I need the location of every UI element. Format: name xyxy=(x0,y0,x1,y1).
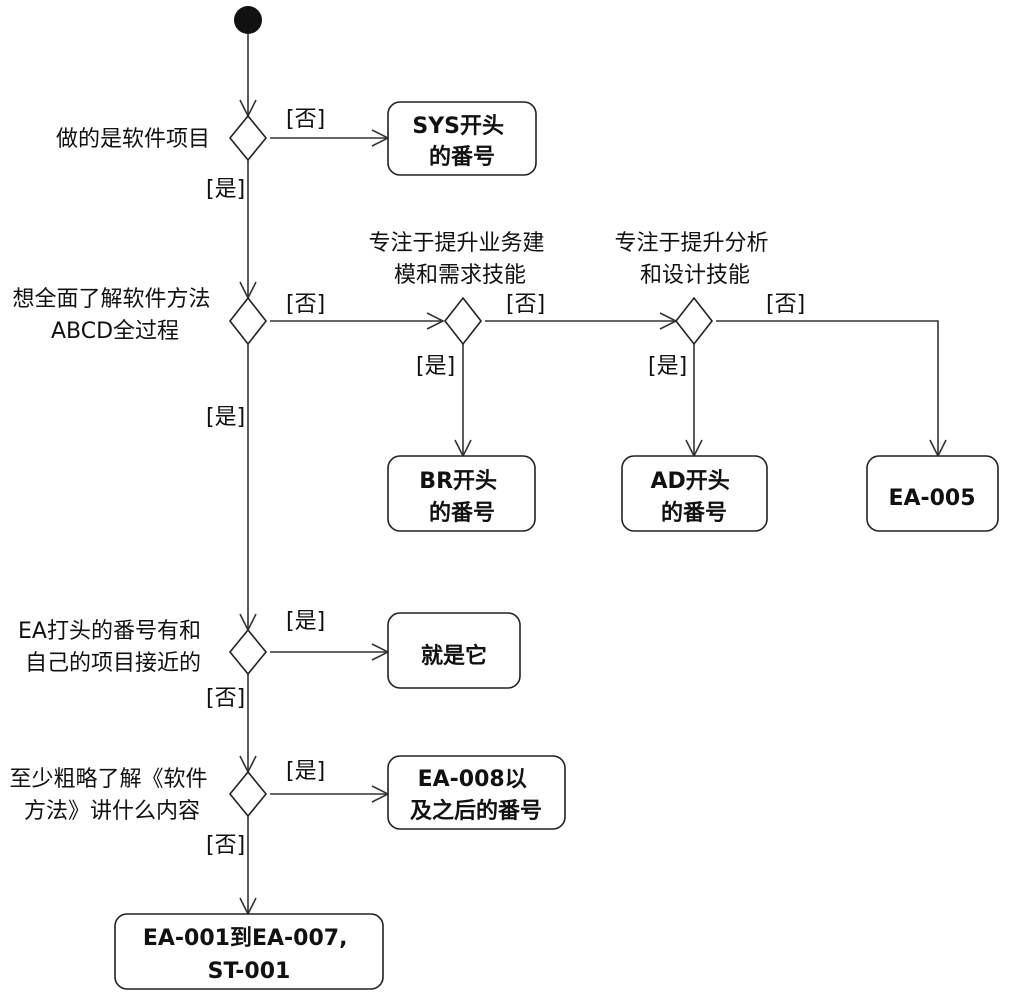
outcome-label-br: BR开头 的番号 xyxy=(419,469,504,526)
guard-d6-no: [否] xyxy=(206,833,245,858)
guard-d5-no: [否] xyxy=(206,686,245,711)
outcome-label-sys: SYS开头 的番号 xyxy=(412,114,511,170)
decision-diamond-3 xyxy=(443,296,483,346)
guard-d6-yes: [是] xyxy=(286,759,325,784)
outcome-box-ea008 xyxy=(387,755,566,830)
decision-diamond-4 xyxy=(674,296,714,346)
outcome-label-ad: AD开头 的番号 xyxy=(651,469,738,526)
decision-diamond-6 xyxy=(228,770,268,818)
arrowhead xyxy=(426,312,445,330)
decision-diamond-5 xyxy=(228,628,268,676)
decision-label-5: EA打头的番号有和 自己的项目接近的 xyxy=(18,619,208,676)
guard-d4-no: [否] xyxy=(766,292,805,317)
outcome-box-sys xyxy=(387,101,537,176)
outcome-box-ea005 xyxy=(866,455,999,532)
outcome-label-itself: 就是它 xyxy=(421,643,487,669)
outcome-box-br xyxy=(387,455,536,532)
guard-d5-yes: [是] xyxy=(286,609,325,634)
guard-d2-no: [否] xyxy=(286,292,325,317)
decision-label-2: 想全面了解软件方法 ABCD全过程 xyxy=(12,287,217,344)
outcome-label-ea008: EA-008以 及之后的番号 xyxy=(410,767,542,824)
guard-d2-yes: [是] xyxy=(206,405,245,430)
outcome-box-itself xyxy=(387,612,521,689)
guard-d4-yes: [是] xyxy=(648,354,687,379)
outcome-label-ea001: EA-001到EA-007, ST-001 xyxy=(143,926,355,984)
decision-diamond-2 xyxy=(228,296,268,346)
guard-d3-no: [否] xyxy=(506,292,545,317)
guard-d3-yes: [是] xyxy=(416,354,455,379)
outcome-label-ea005: EA-005 xyxy=(888,486,975,511)
outcome-box-ad xyxy=(621,455,768,532)
start-node xyxy=(234,6,262,34)
decision-label-4: 专注于提升分析 和设计技能 xyxy=(614,231,775,288)
guard-d1-no: [否] xyxy=(286,107,325,132)
decision-label-1: 做的是软件项目 xyxy=(56,127,210,152)
decision-label-6: 至少粗略了解《软件 方法》讲什么内容 xyxy=(9,767,214,824)
outcome-box-ea001 xyxy=(114,913,384,990)
edge-d4-ea005 xyxy=(716,320,939,456)
decision-diamond-1 xyxy=(228,114,268,162)
decision-label-3: 专注于提升业务建 模和需求技能 xyxy=(368,231,551,288)
guard-d1-yes: [是] xyxy=(206,177,245,202)
